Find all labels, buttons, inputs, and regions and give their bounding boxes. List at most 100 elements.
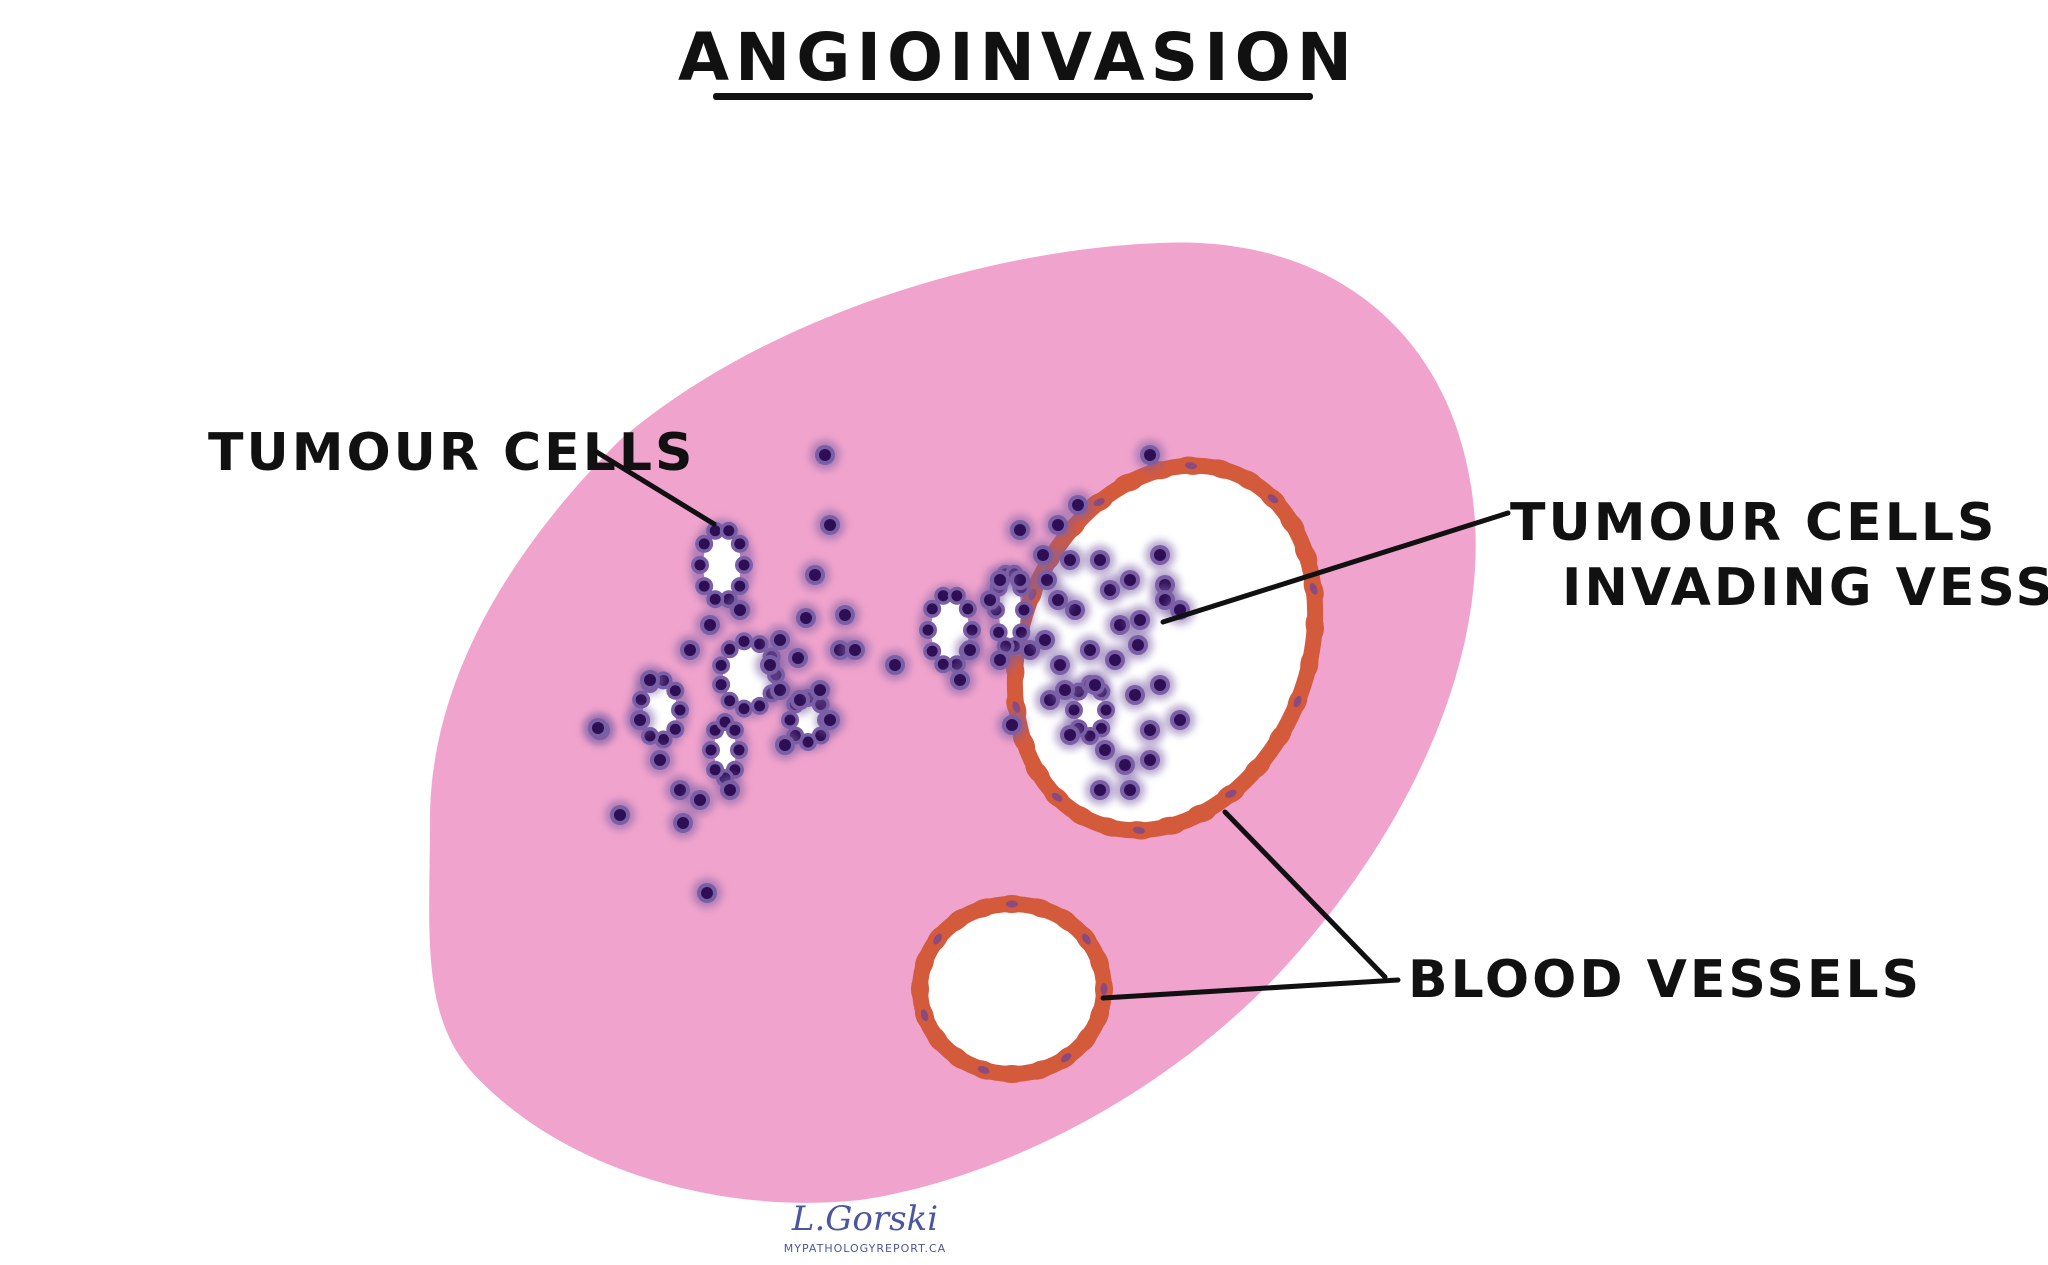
label-blood-vessels: BLOOD VESSELS (1408, 950, 1922, 1010)
tumour-cell-nucleus (1089, 679, 1101, 691)
tumour-cell-nucleus (724, 784, 736, 796)
tumour-cell-nucleus (994, 574, 1006, 586)
tumour-cell-nucleus (1104, 584, 1116, 596)
tumour-cell-nucleus (614, 809, 626, 821)
vessel-wall-nucleus (1225, 789, 1237, 798)
cluster-nucleus (937, 590, 949, 602)
vessel-wall-cell (1075, 1025, 1098, 1053)
label-tumour-cells: TUMOUR CELLS (208, 423, 695, 483)
vessel-wall-nucleus (1185, 462, 1197, 470)
cluster-nucleus (1015, 626, 1027, 638)
vessel-wall-cell (1268, 723, 1292, 750)
cluster-nucleus (709, 593, 721, 605)
tumour-cell-nucleus (819, 449, 831, 461)
label-invading-line2: INVADING VESSELS (1562, 558, 2048, 618)
vessel-wall-cell (914, 948, 935, 978)
vessel-wall-cell (1155, 816, 1186, 835)
tumour-cell-nucleus (1084, 644, 1096, 656)
cluster-nucleus (715, 679, 727, 691)
vessel-wall-cell (944, 1046, 971, 1070)
signature-site: MYPATHOLOGYREPORT.CA (784, 1242, 946, 1255)
cluster-nucleus (993, 626, 1005, 638)
tumour-cell-nucleus (1014, 574, 1026, 586)
tumour-cell-nucleus (634, 714, 646, 726)
cluster-nucleus (926, 603, 938, 615)
tumour-cell-nucleus (1069, 604, 1081, 616)
tumour-cell-nucleus (1119, 759, 1131, 771)
cluster-nucleus (734, 538, 746, 550)
vessel-wall-cell (1025, 898, 1055, 919)
vessel-wall-cell (1234, 469, 1263, 491)
tumour-cell-nucleus (792, 652, 804, 664)
leader-line-vessel-lower (1100, 977, 1401, 1001)
artist-signature-logo: L.Gorski MYPATHOLOGYREPORT.CA (784, 1199, 946, 1255)
vessel-wall-cell (1025, 759, 1051, 785)
cluster-nucleus (698, 538, 710, 550)
tumour-cell-nucleus (814, 684, 826, 696)
tumour-cell-nucleus (1059, 684, 1071, 696)
tumour-cell-nucleus (1041, 574, 1053, 586)
tumour-cell-nucleus (964, 644, 976, 656)
tumour-cell-nucleus (684, 644, 696, 656)
vessel-wall-nucleus (1081, 933, 1091, 945)
vessel-wall-nucleus (1051, 792, 1063, 802)
vessel-wall-cell (1305, 611, 1324, 641)
vessel-wall-cell (1025, 1059, 1055, 1080)
vessel-wall-cell (1244, 756, 1271, 780)
tumour-cell-nucleus (694, 794, 706, 806)
tumour-cell-nucleus (1072, 499, 1084, 511)
cluster-nucleus (754, 700, 766, 712)
tumour-cell-nucleus (1132, 639, 1144, 651)
cluster-nucleus (644, 730, 656, 742)
tumour-cell-nucleus (984, 594, 996, 606)
tumour-cells (583, 440, 1195, 908)
vessel-wall-cell (1053, 908, 1080, 932)
vessel-wall-cell (997, 1065, 1027, 1083)
tumour-cell-nucleus (779, 739, 791, 751)
tumour-cell-nucleus (677, 817, 689, 829)
tumour-cell-nucleus (1109, 654, 1121, 666)
cluster-nucleus (1084, 730, 1096, 742)
cluster-nucleus (734, 580, 746, 592)
tumour-cell-nucleus (1064, 729, 1076, 741)
vessel-wall-cell (1186, 804, 1217, 823)
tumour-cell-nucleus (1052, 594, 1064, 606)
tumour-cell-nucleus (1129, 689, 1141, 701)
tumour-cell-nucleus (1114, 619, 1126, 631)
vessel-wall-cell (1294, 540, 1318, 568)
cluster-nucleus (951, 590, 963, 602)
vessel-wall-nucleus (1012, 701, 1021, 713)
vessel-wall-cell (1279, 511, 1305, 537)
cluster-nucleus (802, 736, 814, 748)
tumour-cell-nucleus (889, 659, 901, 671)
cluster-nucleus (729, 724, 741, 736)
cluster-nucleus (1100, 704, 1112, 716)
cluster-nucleus (966, 624, 978, 636)
vessel-wall-nucleus (1093, 498, 1105, 507)
tumour-cell-nucleus (701, 887, 713, 899)
vessel-wall-cell (1089, 1000, 1110, 1030)
vessel-wall-nucleus (1133, 826, 1145, 834)
tumour-cell-nucleus (800, 612, 812, 624)
cluster-nucleus (962, 603, 974, 615)
cluster-nucleus (724, 695, 736, 707)
tumour-cell-nucleus (839, 609, 851, 621)
cluster-nucleus (754, 638, 766, 650)
vessel-wall-cell (911, 974, 929, 1004)
tumour-cell-nucleus (954, 674, 966, 686)
tumour-cell-nucleus (1154, 679, 1166, 691)
tumour-cell-nucleus (1144, 754, 1156, 766)
cluster-nucleus (738, 559, 750, 571)
leader-line-tumour-cells (592, 448, 717, 527)
tumour-cell-clusters (630, 519, 1116, 788)
tumour-cell-nucleus (1037, 549, 1049, 561)
label-invading-line1: TUMOUR CELLS (1510, 493, 1997, 553)
tumour-cell-nucleus (1174, 714, 1186, 726)
cluster-nucleus (657, 734, 669, 746)
vessel-wall-cell (969, 898, 999, 919)
tumour-cell-nucleus (644, 674, 656, 686)
tumour-cell-nucleus (1124, 784, 1136, 796)
tumour-cell-nucleus (1094, 554, 1106, 566)
vessel-wall-nucleus (920, 1009, 929, 1022)
vessel-wall-nucleus (1293, 695, 1302, 708)
